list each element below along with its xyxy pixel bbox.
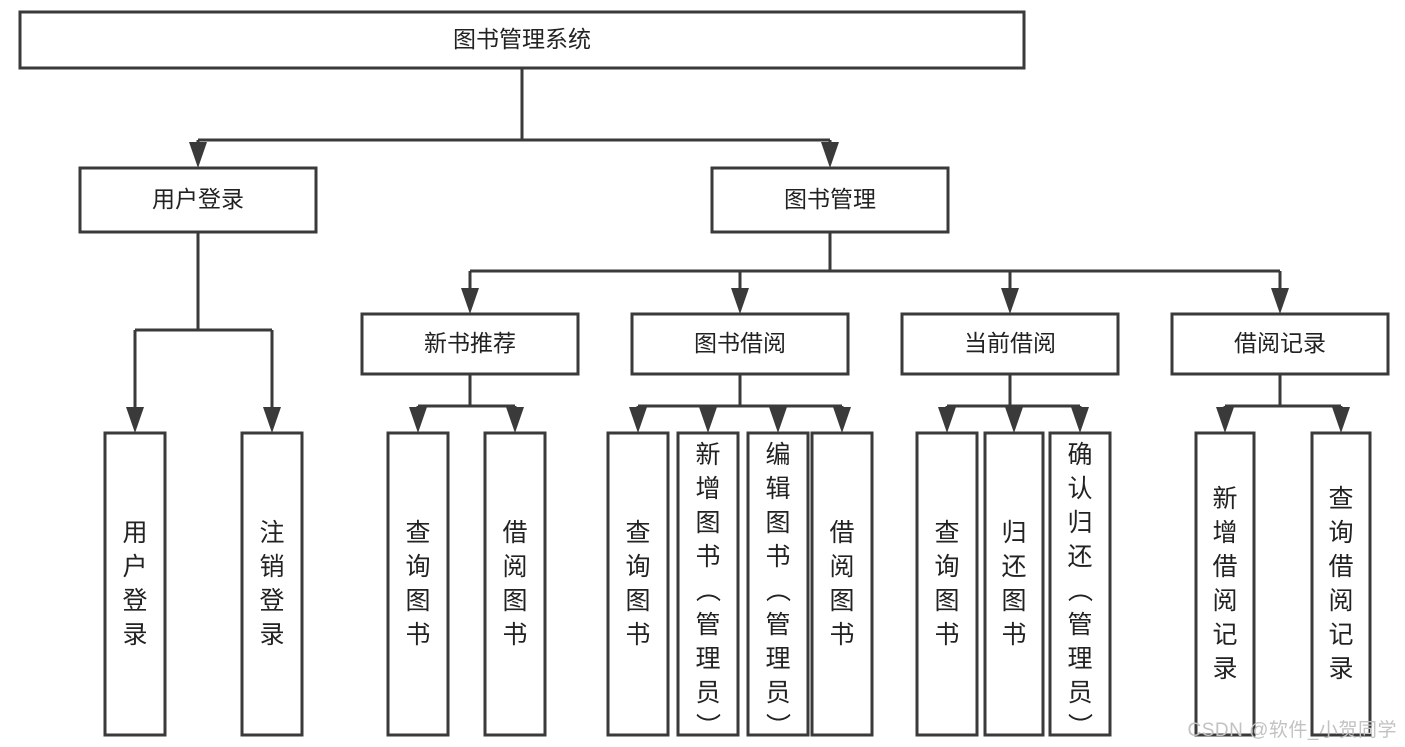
node-level3-0-box bbox=[360, 312, 580, 376]
node-leaf-1-box bbox=[240, 431, 304, 737]
node-leaf-12-box bbox=[1310, 431, 1372, 737]
node-leaf-4-box bbox=[606, 431, 670, 737]
node-leaf-8-label: 查询图书 bbox=[934, 519, 959, 649]
arrow-head-icon-borrow-bus-3 bbox=[833, 407, 851, 433]
node-level3-1[interactable]: 图书借阅 bbox=[630, 312, 850, 376]
arrow-head-icon-current-bus-1 bbox=[1005, 407, 1023, 433]
node-leaf-5-box bbox=[676, 431, 740, 737]
node-leaf-12[interactable]: 查询借阅记录 bbox=[1310, 431, 1372, 737]
node-level2-0-box bbox=[78, 166, 318, 234]
node-leaf-4[interactable]: 查询图书 bbox=[606, 431, 670, 737]
node-leaf-6-label: 编辑图书（管理员） bbox=[765, 441, 791, 741]
node-level3-3[interactable]: 借阅记录 bbox=[1170, 312, 1390, 376]
node-level3-3-box bbox=[1170, 312, 1390, 376]
nodes-layer: 图书管理系统用户登录图书管理新书推荐图书借阅当前借阅借阅记录用户登录注销登录查询… bbox=[18, 10, 1390, 741]
arrow-head-icon-l3-0 bbox=[461, 288, 479, 314]
node-leaf-7[interactable]: 借阅图书 bbox=[810, 431, 874, 737]
arrow-head-icon-login-bus-1 bbox=[263, 407, 281, 433]
node-leaf-7-label: 借阅图书 bbox=[829, 519, 854, 649]
node-leaf-0-label: 用户登录 bbox=[122, 519, 147, 649]
node-leaf-10-label: 确认归还（管理员） bbox=[1067, 441, 1093, 741]
node-leaf-11-label: 新增借阅记录 bbox=[1212, 485, 1237, 683]
node-root-图书管理系统-box bbox=[18, 10, 1026, 70]
node-leaf-7-box bbox=[810, 431, 874, 737]
arrow-head-icon-root-1 bbox=[821, 142, 839, 168]
node-leaf-5[interactable]: 新增图书（管理员） bbox=[676, 431, 740, 741]
arrow-head-icon-borrow-bus-1 bbox=[699, 407, 717, 433]
node-level2-0[interactable]: 用户登录 bbox=[78, 166, 318, 234]
node-level2-1-box bbox=[710, 166, 950, 234]
node-leaf-2-label: 查询图书 bbox=[405, 519, 430, 649]
csdn-watermark: CSDN @软件_小贺同学 bbox=[1187, 720, 1397, 741]
arrow-head-icon-borrow-bus-2 bbox=[769, 407, 787, 433]
node-level3-1-label: 图书借阅 bbox=[694, 330, 786, 356]
node-root-图书管理系统-label: 图书管理系统 bbox=[453, 26, 591, 52]
node-leaf-2-box bbox=[386, 431, 450, 737]
node-level3-0-label: 新书推荐 bbox=[424, 330, 516, 356]
node-leaf-10-box bbox=[1048, 431, 1112, 737]
arrow-head-icon-new-book-bus-0 bbox=[409, 407, 427, 433]
node-leaf-8-box bbox=[915, 431, 979, 737]
node-leaf-5-label: 新增图书（管理员） bbox=[695, 441, 721, 741]
node-leaf-3-box bbox=[483, 431, 547, 737]
arrow-head-icon-l3-3 bbox=[1271, 288, 1289, 314]
node-level2-1-label: 图书管理 bbox=[784, 186, 876, 212]
node-level3-1-box bbox=[630, 312, 850, 376]
node-leaf-9[interactable]: 归还图书 bbox=[983, 431, 1045, 737]
node-leaf-4-label: 查询图书 bbox=[625, 519, 650, 649]
arrow-head-icon-current-bus-0 bbox=[938, 407, 956, 433]
node-leaf-1[interactable]: 注销登录 bbox=[240, 431, 304, 737]
node-leaf-9-box bbox=[983, 431, 1045, 737]
node-leaf-3[interactable]: 借阅图书 bbox=[483, 431, 547, 737]
node-leaf-9-label: 归还图书 bbox=[1001, 519, 1026, 649]
node-leaf-6-box bbox=[746, 431, 810, 737]
node-leaf-11-box bbox=[1194, 431, 1256, 737]
node-level3-3-label: 借阅记录 bbox=[1234, 330, 1326, 356]
node-level3-2[interactable]: 当前借阅 bbox=[900, 312, 1120, 376]
arrow-head-icon-record-bus-1 bbox=[1332, 407, 1350, 433]
node-level2-0-label: 用户登录 bbox=[152, 186, 244, 212]
arrow-head-icon-l3-2 bbox=[1001, 288, 1019, 314]
arrow-head-icon-borrow-bus-0 bbox=[629, 407, 647, 433]
node-leaf-2[interactable]: 查询图书 bbox=[386, 431, 450, 737]
arrow-head-icon-current-bus-2 bbox=[1071, 407, 1089, 433]
node-root-图书管理系统[interactable]: 图书管理系统 bbox=[18, 10, 1026, 70]
node-leaf-1-label: 注销登录 bbox=[259, 519, 284, 649]
connectors-layer bbox=[126, 68, 1350, 433]
arrow-head-icon-record-bus-0 bbox=[1216, 407, 1234, 433]
arrow-head-icon-new-book-bus-1 bbox=[506, 407, 524, 433]
arrow-head-icon-l3-1 bbox=[731, 288, 749, 314]
node-leaf-12-label: 查询借阅记录 bbox=[1328, 485, 1353, 683]
node-leaf-0-box bbox=[103, 431, 167, 737]
arrow-head-icon-root-0 bbox=[189, 142, 207, 168]
node-leaf-6[interactable]: 编辑图书（管理员） bbox=[746, 431, 810, 741]
node-leaf-3-label: 借阅图书 bbox=[502, 519, 527, 649]
node-leaf-8[interactable]: 查询图书 bbox=[915, 431, 979, 737]
node-leaf-10[interactable]: 确认归还（管理员） bbox=[1048, 431, 1112, 741]
arrow-head-icon-login-bus-0 bbox=[126, 407, 144, 433]
node-level2-1[interactable]: 图书管理 bbox=[710, 166, 950, 234]
node-leaf-0[interactable]: 用户登录 bbox=[103, 431, 167, 737]
node-level3-2-label: 当前借阅 bbox=[964, 330, 1056, 356]
node-level3-0[interactable]: 新书推荐 bbox=[360, 312, 580, 376]
node-leaf-11[interactable]: 新增借阅记录 bbox=[1194, 431, 1256, 737]
node-level3-2-box bbox=[900, 312, 1120, 376]
